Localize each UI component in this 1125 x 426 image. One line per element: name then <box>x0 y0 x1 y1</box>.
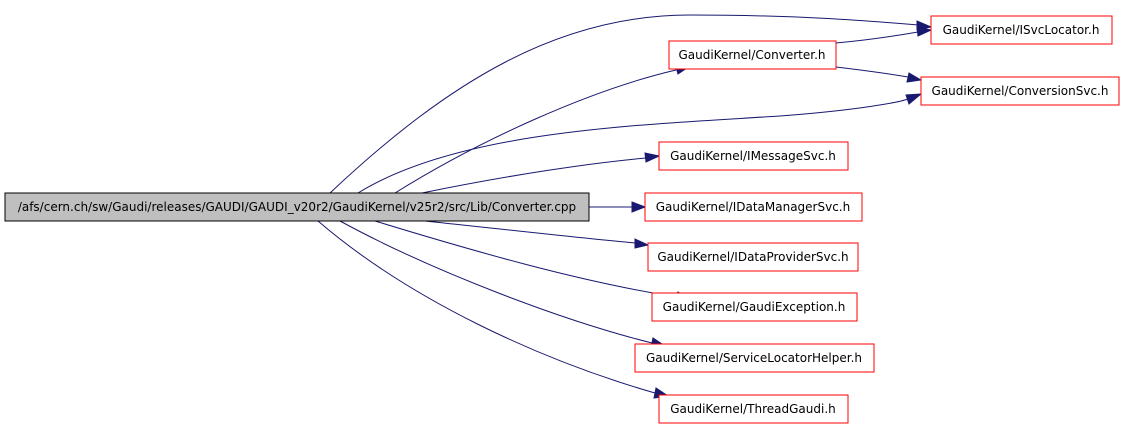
node-imessagesvc[interactable]: GaudiKernel/IMessageSvc.h <box>658 141 849 171</box>
edge-root-to-converter <box>394 69 677 194</box>
edge-root-to-servicelocatorhelper <box>339 220 653 344</box>
node-box <box>658 394 849 424</box>
node-idataprovidersvc[interactable]: GaudiKernel/IDataProviderSvc.h <box>647 242 859 272</box>
arrowhead-idatamanagersvc <box>631 201 647 213</box>
edge-root-to-threadgaudi <box>317 220 656 394</box>
node-box <box>930 15 1113 45</box>
edge-root-to-gaudiexception <box>374 220 678 298</box>
node-label: GaudiKernel/ServiceLocatorHelper.h <box>646 351 862 365</box>
edge-converter-to-conversionsvc <box>835 66 909 78</box>
arrowhead-conversionsvc <box>905 93 923 105</box>
arrowhead-converter-conversionsvc <box>906 72 923 83</box>
node-label: GaudiKernel/Converter.h <box>678 48 825 62</box>
node-label: GaudiKernel/GaudiException.h <box>663 300 846 314</box>
node-conversionsvc[interactable]: GaudiKernel/ConversionSvc.h <box>920 76 1120 106</box>
edge-converter-to-isvclocator <box>835 31 919 44</box>
arrowhead-imessagesvc <box>644 152 661 163</box>
root-node[interactable]: /afs/cern.ch/sw/Gaudi/releases/GAUDI/GAU… <box>4 192 590 222</box>
node-label: GaudiKernel/IDataProviderSvc.h <box>657 250 848 264</box>
node-box <box>647 242 859 272</box>
arrowhead-idataprovidersvc <box>634 238 650 249</box>
edge-root-to-isvclocator <box>329 14 919 194</box>
root-node-box <box>4 192 590 222</box>
edge-root-to-imessagesvc <box>421 157 647 194</box>
node-threadgaudi[interactable]: GaudiKernel/ThreadGaudi.h <box>658 394 849 424</box>
node-box <box>658 141 849 171</box>
node-label: GaudiKernel/IDataManagerSvc.h <box>656 200 850 214</box>
node-label: GaudiKernel/ConversionSvc.h <box>932 84 1109 98</box>
node-label: GaudiKernel/ThreadGaudi.h <box>670 402 836 416</box>
edge-root-to-idataprovidersvc <box>424 220 636 244</box>
node-box <box>644 192 863 222</box>
node-box <box>634 343 875 373</box>
root-node-label: /afs/cern.ch/sw/Gaudi/releases/GAUDI/GAU… <box>18 200 576 214</box>
node-servicelocatorhelper[interactable]: GaudiKernel/ServiceLocatorHelper.h <box>634 343 875 373</box>
node-box <box>651 292 858 322</box>
node-isvclocator[interactable]: GaudiKernel/ISvcLocator.h <box>930 15 1113 45</box>
node-label: GaudiKernel/IMessageSvc.h <box>670 149 836 163</box>
edge-root-to-conversionsvc <box>357 98 909 194</box>
node-idatamanagersvc[interactable]: GaudiKernel/IDataManagerSvc.h <box>644 192 863 222</box>
node-label: GaudiKernel/ISvcLocator.h <box>943 23 1100 37</box>
node-gaudiexception[interactable]: GaudiKernel/GaudiException.h <box>651 292 858 322</box>
arrowhead-converter-isvclocator <box>916 26 933 37</box>
node-box <box>668 40 837 70</box>
node-converter[interactable]: GaudiKernel/Converter.h <box>668 40 837 70</box>
node-box <box>920 76 1120 106</box>
